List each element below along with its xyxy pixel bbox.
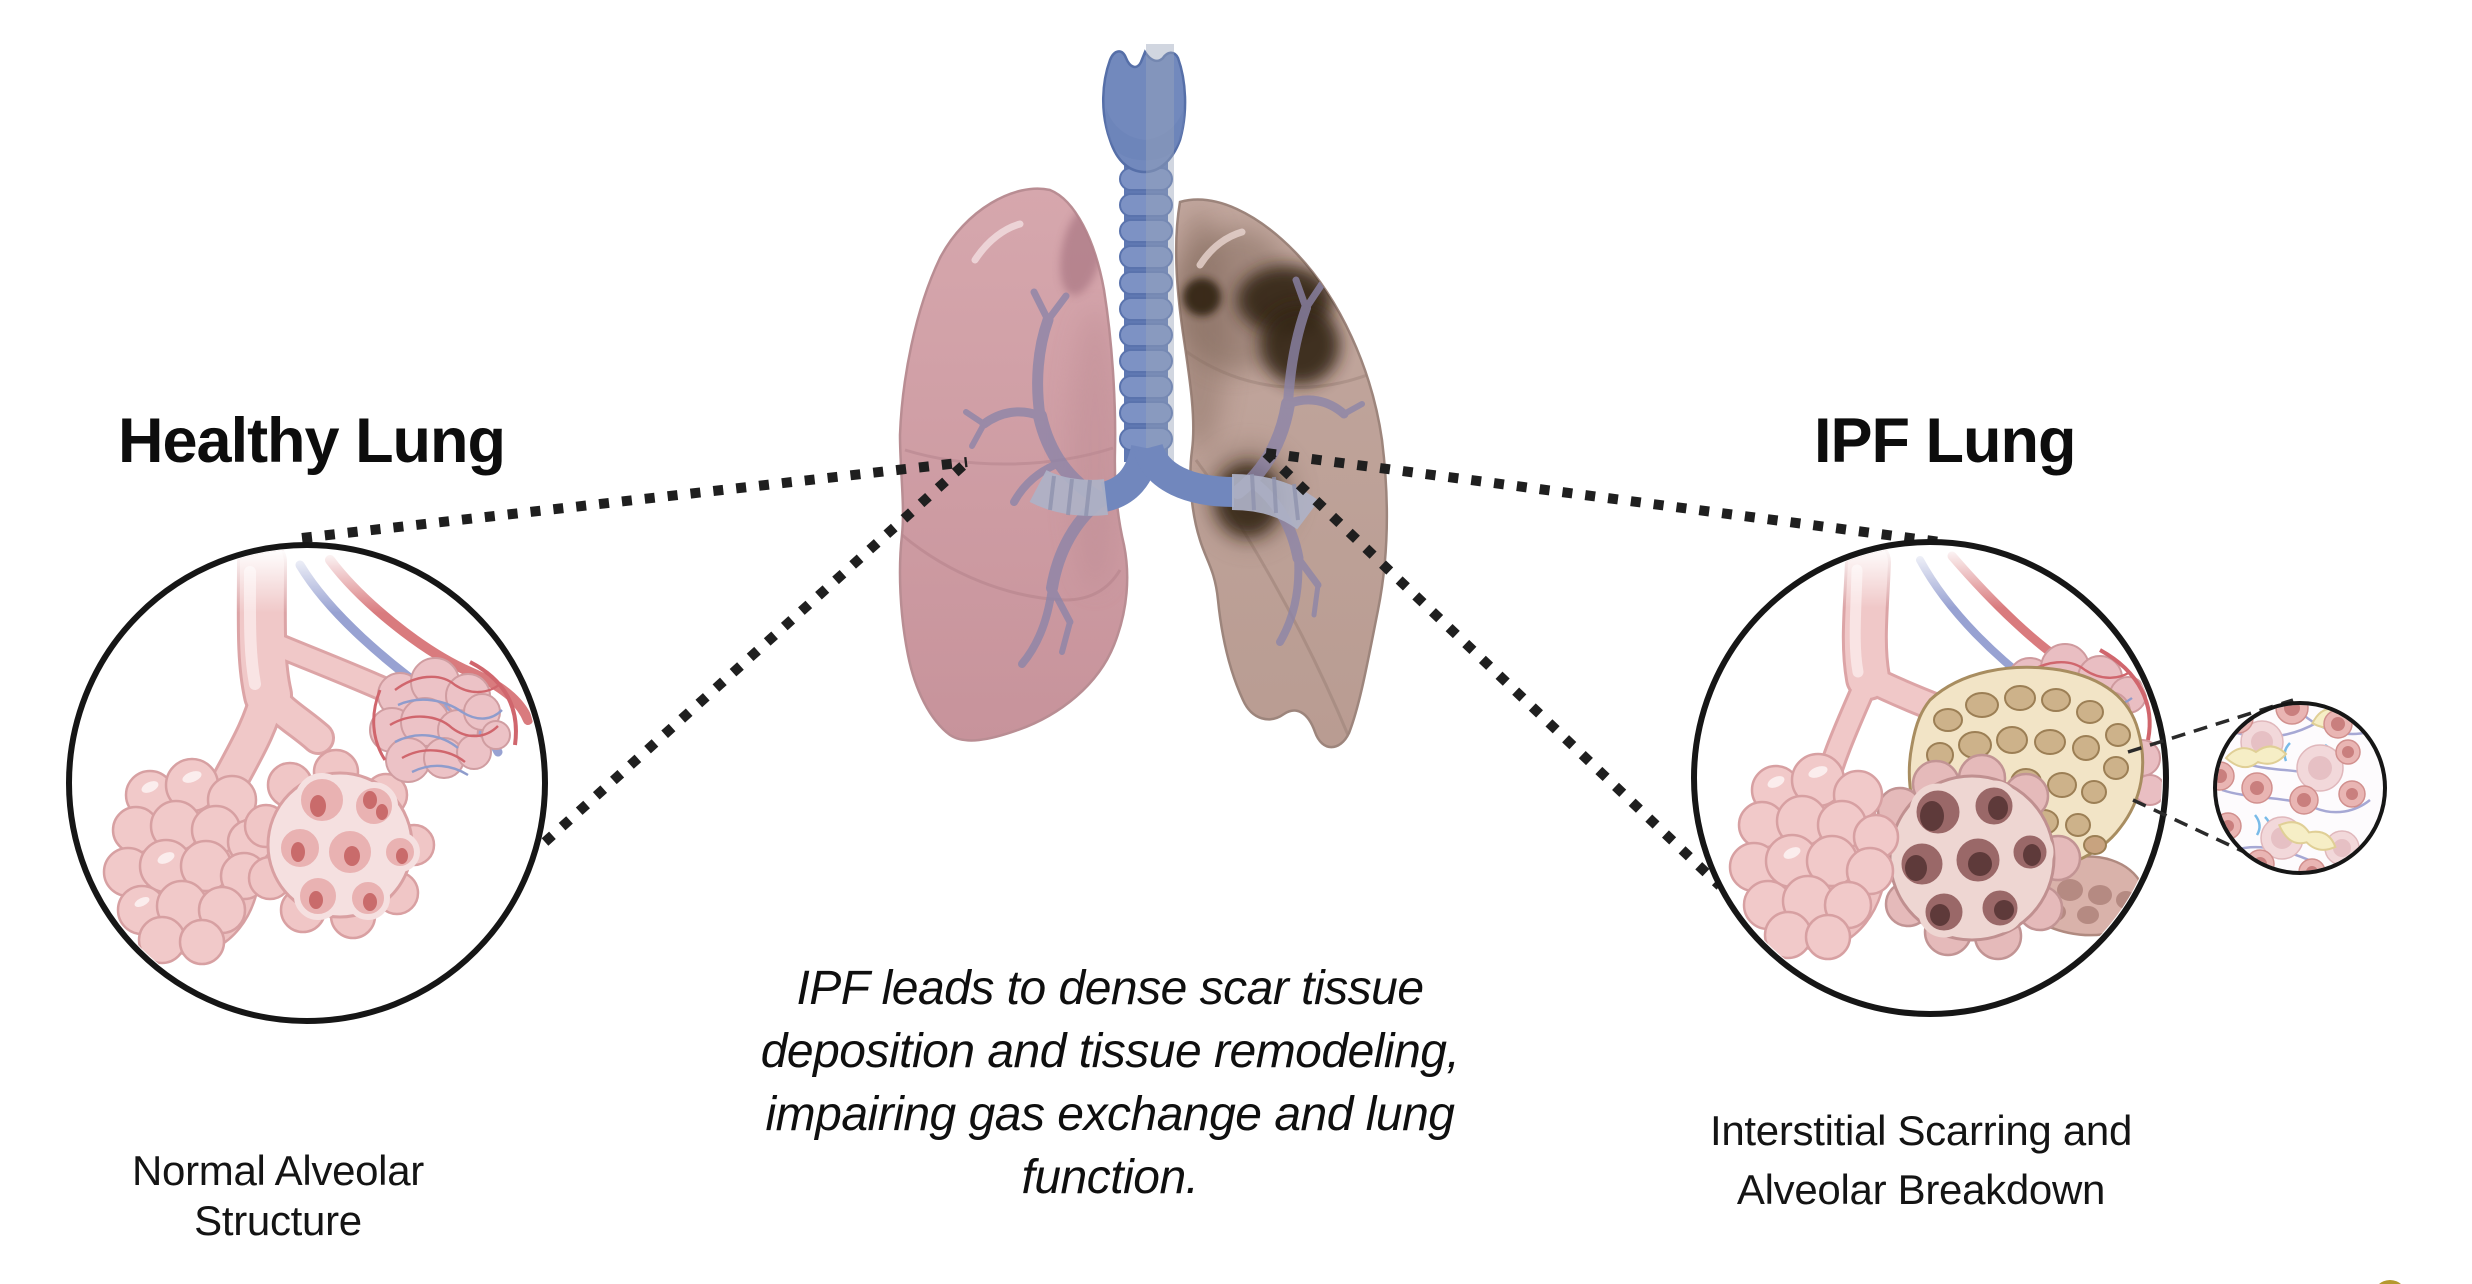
main-bronchi xyxy=(1029,442,1319,530)
bronchi-ring-ticks xyxy=(1048,473,1300,521)
histology-zoom-circle xyxy=(2213,701,2387,875)
dotted-connector-left-lower xyxy=(541,458,971,846)
larynx xyxy=(1102,49,1187,174)
histology-outline xyxy=(2213,701,2387,875)
dotted-connector-left-upper xyxy=(301,457,968,543)
ipf-lung-texture xyxy=(1176,210,1381,736)
ipf-alveoli-circle xyxy=(1691,539,2169,1017)
ipf-lung-title: IPF Lung xyxy=(1814,406,2076,476)
healthy-alveoli-circle xyxy=(66,542,548,1024)
alveolar-sac-cross-section xyxy=(243,748,436,940)
gold-badge-arc xyxy=(2379,1280,2401,1284)
alveolar-sac-capillaries xyxy=(369,657,518,783)
healthy-lung-caption: Normal Alveolar Structure xyxy=(132,1147,424,1244)
ipf-alveoli-art xyxy=(1710,546,2162,961)
healthy-lung-shape xyxy=(898,187,1129,742)
trachea-rings xyxy=(1119,167,1173,451)
ipf-lung-caption: Interstitial Scarring and Alveolar Break… xyxy=(1709,1107,2133,1213)
scar-patch-small xyxy=(1183,278,1221,316)
healthy-lung-title: Healthy Lung xyxy=(118,406,506,476)
alveolar-breakdown-cluster xyxy=(1866,753,2082,961)
alveolar-sac-smooth xyxy=(1728,752,1900,961)
ipf-description-note: IPF leads to dense scar tissue depositio… xyxy=(760,962,1460,1204)
healthy-bronchial-tree xyxy=(963,288,1109,668)
ipf-lung-shape xyxy=(1174,198,1389,749)
trachea-shading xyxy=(1146,44,1174,464)
trachea xyxy=(1102,44,1187,464)
ipf-circle-outline xyxy=(1691,539,2169,1017)
healthy-circle-outline xyxy=(66,542,548,1024)
